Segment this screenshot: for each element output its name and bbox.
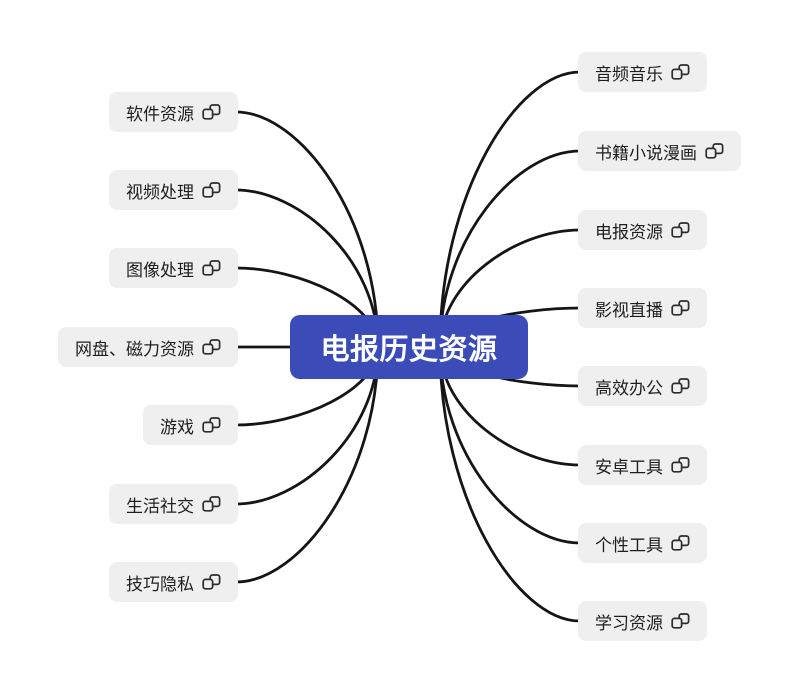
- link-icon[interactable]: [705, 143, 724, 159]
- mindmap-node-right-5[interactable]: 高效办公: [578, 366, 707, 406]
- node-label: 图像处理: [126, 260, 194, 280]
- link-icon[interactable]: [671, 457, 690, 473]
- node-label: 书籍小说漫画: [595, 143, 697, 163]
- branch-line: [438, 149, 582, 349]
- mindmap-node-right-3[interactable]: 电报资源: [578, 210, 707, 250]
- node-label: 网盘、磁力资源: [75, 339, 194, 359]
- node-label: 高效办公: [595, 378, 663, 398]
- link-icon[interactable]: [202, 182, 221, 198]
- root-node[interactable]: 电报历史资源: [290, 315, 528, 379]
- link-icon[interactable]: [671, 64, 690, 80]
- mindmap-node-right-7[interactable]: 个性工具: [578, 523, 707, 563]
- link-icon[interactable]: [202, 104, 221, 120]
- branch-line: [438, 345, 582, 545]
- link-icon[interactable]: [202, 417, 221, 433]
- link-icon[interactable]: [671, 378, 690, 394]
- mindmap-node-right-4[interactable]: 影视直播: [578, 288, 707, 328]
- link-icon[interactable]: [671, 613, 690, 629]
- mindmap-node-left-5[interactable]: 游戏: [143, 405, 238, 445]
- link-icon[interactable]: [202, 339, 221, 355]
- mindmap-node-right-6[interactable]: 安卓工具: [578, 445, 707, 485]
- mindmap-node-left-7[interactable]: 技巧隐私: [109, 562, 238, 602]
- node-label: 音频音乐: [595, 64, 663, 84]
- branch-line: [234, 345, 380, 584]
- branch-line: [438, 345, 582, 623]
- node-label: 影视直播: [595, 300, 663, 320]
- mindmap-node-left-3[interactable]: 图像处理: [109, 248, 238, 288]
- node-label: 游戏: [160, 417, 194, 437]
- link-icon[interactable]: [202, 496, 221, 512]
- mindmap-node-left-1[interactable]: 软件资源: [109, 92, 238, 132]
- mindmap-node-left-6[interactable]: 生活社交: [109, 484, 238, 524]
- link-icon[interactable]: [671, 300, 690, 316]
- mindmap-node-left-2[interactable]: 视频处理: [109, 170, 238, 210]
- node-label: 视频处理: [126, 182, 194, 202]
- link-icon[interactable]: [671, 535, 690, 551]
- node-label: 技巧隐私: [126, 574, 194, 594]
- branch-line: [234, 110, 380, 349]
- node-label: 学习资源: [595, 613, 663, 633]
- mindmap-node-right-8[interactable]: 学习资源: [578, 601, 707, 641]
- link-icon[interactable]: [202, 260, 221, 276]
- node-label: 安卓工具: [595, 457, 663, 477]
- mindmap-node-right-2[interactable]: 书籍小说漫画: [578, 131, 741, 171]
- mindmap-node-right-1[interactable]: 音频音乐: [578, 52, 707, 92]
- branch-line: [438, 70, 582, 349]
- link-icon[interactable]: [671, 222, 690, 238]
- node-label: 电报资源: [595, 222, 663, 242]
- link-icon[interactable]: [202, 574, 221, 590]
- node-label: 软件资源: [126, 104, 194, 124]
- node-label: 生活社交: [126, 496, 194, 516]
- node-label: 个性工具: [595, 535, 663, 555]
- mindmap-node-left-4[interactable]: 网盘、磁力资源: [58, 327, 238, 367]
